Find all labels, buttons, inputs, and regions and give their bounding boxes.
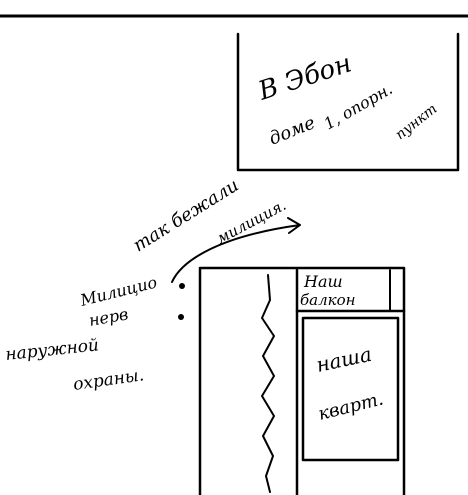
balcony-label-line-2: балкон	[300, 291, 356, 309]
left-label-line-4: охраны.	[72, 365, 145, 395]
position-dot-2	[178, 314, 184, 320]
position-dot-1	[179, 283, 185, 289]
apartment-label-line-2: кварт.	[316, 388, 385, 424]
box-line-3: 1, опорн.	[321, 79, 396, 133]
box-line-2: доме	[266, 112, 318, 149]
left-label-line-2: нерв	[87, 304, 129, 330]
apartment-label-line-1: наша	[314, 342, 374, 377]
left-label-line-3: наружной	[4, 335, 99, 365]
box-line-4: пункт	[393, 101, 441, 143]
left-label-line-1: Милицио	[77, 273, 159, 311]
box-line-1: В Эбон	[254, 48, 355, 106]
apartment-box	[303, 318, 398, 460]
wall-hatched-line	[262, 275, 274, 492]
balcony-label-line-1: Наш	[303, 272, 343, 291]
